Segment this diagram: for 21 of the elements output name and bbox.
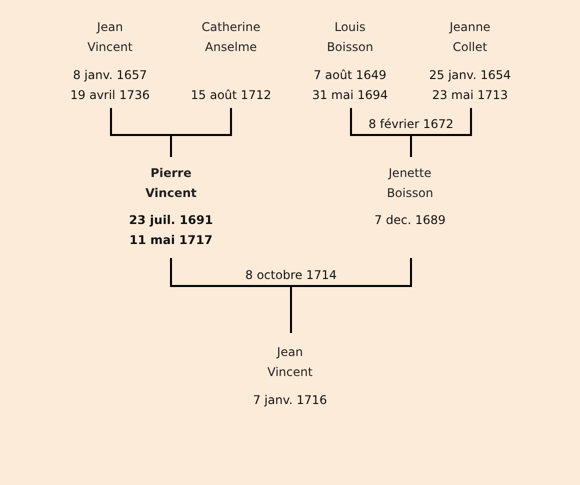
date-label: 7 août 1649 <box>312 67 388 84</box>
date-label: 7 dec. 1689 <box>374 212 446 229</box>
date-label: 31 mai 1694 <box>312 87 388 104</box>
person-name: Jean Vincent <box>87 19 133 56</box>
date-label: 8 janv. 1657 <box>72 67 148 84</box>
connector-line <box>170 108 232 157</box>
date-label: 15 août 1712 <box>190 87 272 104</box>
person-name: Louis Boisson <box>326 19 374 56</box>
person-name: Jenette Boisson <box>386 165 434 202</box>
connector-line <box>410 108 472 157</box>
date-label: 23 juil. 1691 <box>129 212 213 229</box>
person-name: Jeanne Collet <box>450 19 490 56</box>
person-name: Pierre Vincent <box>145 165 197 202</box>
date-label: 11 mai 1717 <box>129 232 213 249</box>
date-label: 23 mai 1713 <box>431 87 509 104</box>
person-name: Catherine Anselme <box>202 19 260 56</box>
date-label: 7 janv. 1716 <box>252 392 328 409</box>
date-label: 19 avril 1736 <box>70 87 150 104</box>
date-label: 25 janv. 1654 <box>429 67 511 84</box>
person-name: Jean Vincent <box>267 344 313 381</box>
connector-line <box>290 258 412 333</box>
